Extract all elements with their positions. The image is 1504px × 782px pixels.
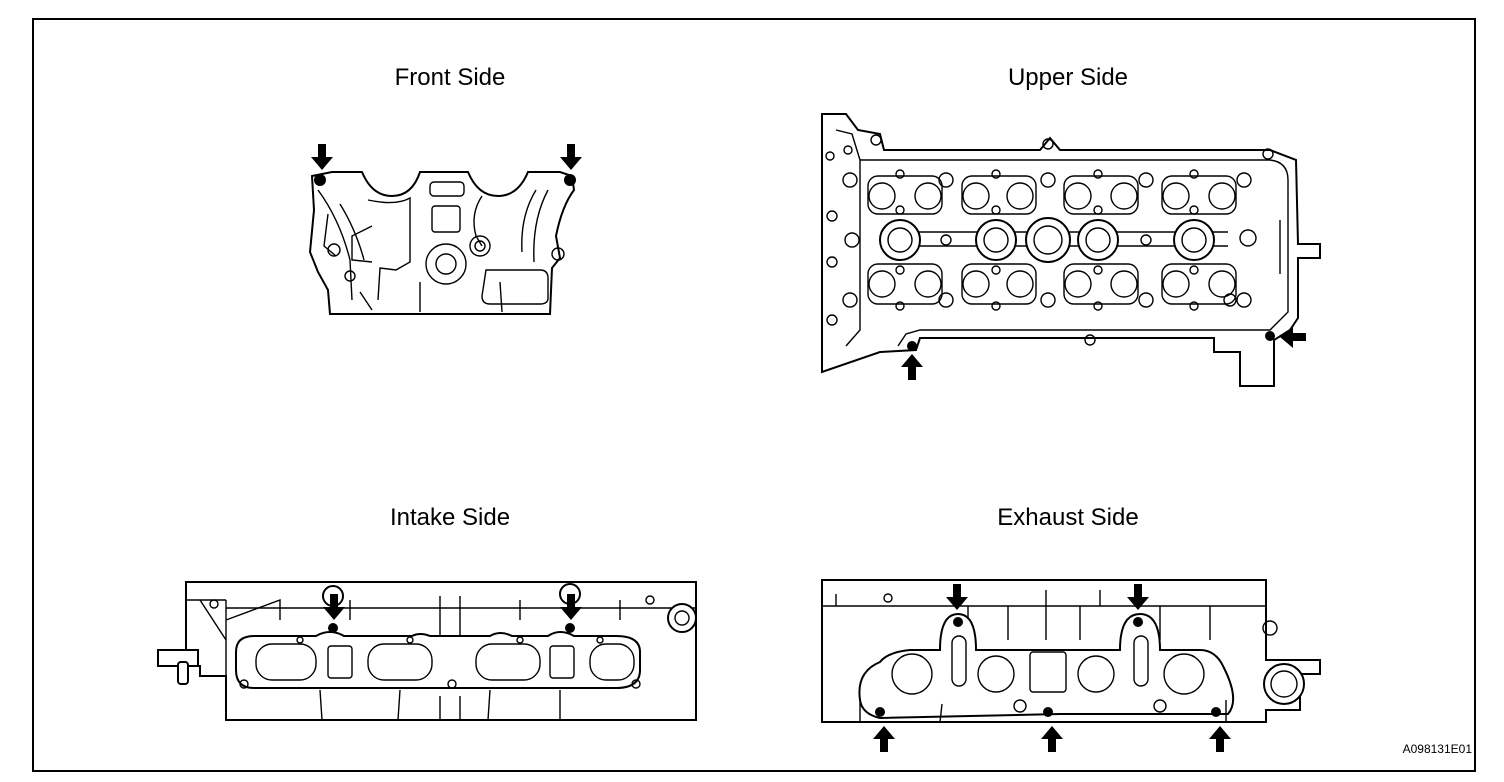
intake-right-dot	[565, 623, 575, 633]
upper-side-label: Upper Side	[1007, 64, 1129, 91]
upper-up-arrow-icon	[901, 354, 923, 380]
diagram-frame	[32, 18, 1476, 772]
exhaust-bottom-left-dot	[875, 707, 885, 717]
intake-side-view	[157, 581, 697, 721]
upper-bottom-dot	[907, 341, 917, 351]
front-side-view	[308, 144, 582, 315]
upper-right-dot	[1265, 331, 1275, 341]
intake-side-label: Intake Side	[389, 504, 511, 531]
exhaust-bottom-left-arrow-icon	[873, 726, 895, 752]
figure-code: A098131E01	[1402, 742, 1472, 756]
exhaust-bottom-right-arrow-icon	[1209, 726, 1231, 752]
front-left-dot	[314, 174, 326, 186]
exhaust-bottom-middle-arrow-icon	[1041, 726, 1063, 752]
exhaust-top-left-dot	[953, 617, 963, 627]
upper-side-view	[821, 113, 1321, 387]
exhaust-bottom-right-dot	[1211, 707, 1221, 717]
exhaust-bottom-middle-dot	[1043, 707, 1053, 717]
exhaust-top-right-dot	[1133, 617, 1143, 627]
front-right-dot	[564, 174, 576, 186]
exhaust-side-label: Exhaust Side	[997, 504, 1139, 531]
exhaust-side-view	[821, 579, 1321, 752]
upper-left-arrow-icon	[1280, 326, 1306, 348]
front-right-arrow-icon	[560, 144, 582, 170]
front-side-label: Front Side	[394, 64, 506, 91]
intake-left-dot	[328, 623, 338, 633]
front-left-arrow-icon	[311, 144, 333, 170]
